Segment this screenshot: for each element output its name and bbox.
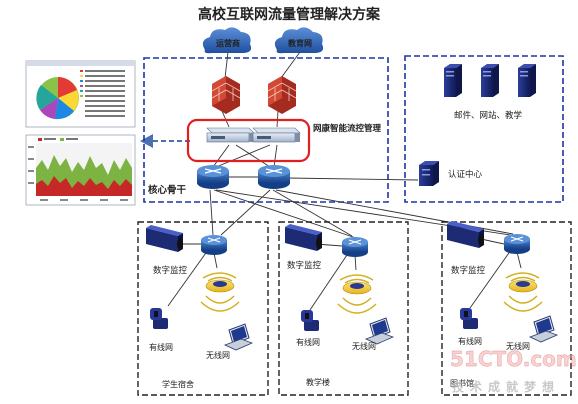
traffic-trend-report-thumbnail (25, 134, 136, 206)
isp-cloud-label: 运营商 (216, 38, 240, 48)
firewall-education (267, 76, 297, 114)
server-caption: 邮件、网站、教学 (454, 110, 523, 121)
diagram-title: 高校互联网流量管理解决方案 (198, 6, 381, 23)
laptop-icon (223, 323, 254, 351)
zone-name-teaching-building: 教学楼 (306, 377, 330, 387)
traffic-control-appliance-1 (206, 127, 255, 143)
wireless-label: 无线网 (506, 341, 530, 351)
web-server-icon (481, 64, 499, 97)
network-links (167, 51, 522, 311)
wired-terminal-icon (460, 308, 478, 329)
camera-label: 数字监控 (287, 260, 322, 271)
wireless-ap-icon (503, 272, 543, 312)
mail-server-icon (444, 64, 462, 97)
wired-terminal-icon (150, 308, 168, 329)
zone-library (441, 221, 572, 396)
access-switch (201, 235, 227, 255)
isp-cloud: 运营商 (202, 27, 252, 54)
wired-label: 有线网 (458, 336, 482, 346)
teaching-server-icon (518, 64, 536, 97)
auth-server-icon (419, 161, 439, 186)
camera-icon (146, 225, 183, 252)
traffic-control-highlight-box (186, 118, 311, 163)
monitoring-arrow (140, 134, 190, 148)
camera-icon (285, 224, 322, 251)
camera-label: 数字监控 (153, 265, 188, 276)
education-cloud-label: 教育网 (287, 38, 312, 48)
core-switch-2 (258, 165, 290, 189)
camera-icon (447, 221, 484, 248)
access-switch (504, 234, 530, 254)
auth-center-label: 认证中心 (448, 169, 483, 180)
traffic-control-label: 网康智能流控管理 (313, 123, 382, 134)
zone-name-library: 图书馆 (450, 378, 474, 388)
zone-dormitory (137, 221, 269, 396)
laptop-icon (528, 315, 559, 343)
firewall-isp (211, 76, 241, 114)
access-switch (342, 237, 368, 257)
zone-teaching-building (278, 221, 409, 396)
wired-terminal-icon (301, 310, 319, 331)
core-switch-1 (197, 165, 229, 189)
wireless-ap-icon (200, 272, 240, 312)
zone-name-dormitory: 学生宿舍 (162, 379, 194, 389)
watermark: 51CTO.com 技术成就梦想 (450, 347, 577, 394)
camera-label: 数字监控 (451, 265, 486, 276)
wireless-label: 无线网 (206, 350, 230, 360)
watermark-brand: 51CTO.com (450, 347, 577, 371)
education-network-cloud: 教育网 (274, 27, 324, 54)
wireless-ap-icon (337, 274, 377, 314)
traffic-control-appliance-2 (252, 127, 301, 143)
server-zone (404, 55, 564, 203)
wired-label: 有线网 (296, 337, 320, 347)
core-network-zone (143, 57, 389, 203)
laptop-icon (364, 317, 395, 345)
watermark-slogan: 技术成就梦想 (452, 379, 560, 394)
wireless-label: 无线网 (352, 341, 376, 351)
traffic-pie-report-thumbnail (25, 60, 136, 128)
wired-label: 有线网 (149, 342, 173, 352)
core-backbone-label: 核心骨干 (148, 184, 187, 196)
